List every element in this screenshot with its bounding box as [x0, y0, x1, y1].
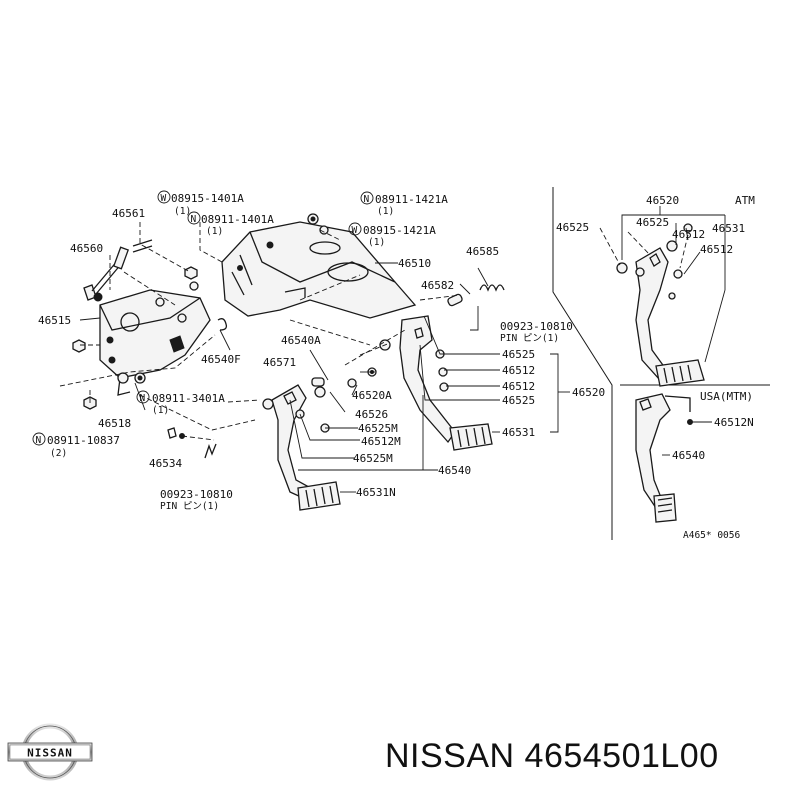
label-46540F: 46540F	[201, 353, 241, 366]
label-46520: 46520	[572, 386, 605, 399]
nut-symbol: N	[36, 435, 42, 446]
label-atm-46512: 46512	[700, 243, 733, 256]
label-08915-1401A: 08915-1401A	[171, 192, 244, 205]
label-46585: 46585	[466, 245, 499, 258]
label-46540: 46540	[438, 464, 471, 477]
label-atm-46512: 46512	[672, 228, 705, 241]
washer-symbol: W	[161, 193, 167, 204]
label-46510: 46510	[398, 257, 431, 270]
label-46512M: 46512M	[361, 435, 401, 448]
label-qty: (1)	[368, 237, 385, 248]
label-46571: 46571	[263, 356, 296, 369]
logo-wordmark: NISSAN	[27, 747, 73, 760]
label-08915-1421A: 08915-1421A	[363, 224, 436, 237]
callout-symbols: W N N W N N	[32, 190, 374, 446]
label-qty: (1)	[174, 206, 191, 217]
nut-symbol: N	[364, 194, 370, 205]
label-atm-46520: 46520	[646, 194, 679, 207]
label-atm-46525: 46525	[636, 216, 669, 229]
nut-symbol: N	[191, 214, 197, 225]
label-qty: (1)	[377, 206, 394, 217]
label-46534: 46534	[149, 457, 182, 470]
label-46582: 46582	[421, 279, 454, 292]
part-labels: 08915-1401A (1) 08911-1401A (1) 08911-14…	[38, 192, 755, 541]
hardware-left	[72, 213, 329, 439]
label-qty: (1)	[206, 226, 223, 237]
label-46518: 46518	[98, 417, 131, 430]
label-46525: 46525	[502, 394, 535, 407]
label-08911-1421A: 08911-1421A	[375, 193, 448, 206]
label-atm-46531: 46531	[712, 222, 745, 235]
label-46512: 46512	[502, 380, 535, 393]
atm-brake-pedal	[616, 223, 705, 387]
label-pin-desc: PIN ピン(1)	[500, 333, 559, 344]
label-pin: 00923-10810	[160, 488, 233, 501]
part-number-caption: NISSAN 4654501L00	[385, 737, 719, 775]
diagram-code: A465* 0056	[683, 530, 740, 541]
label-08911-3401A: 08911-3401A	[152, 392, 225, 405]
label-atm-46525-left: 46525	[556, 221, 589, 234]
label-46531: 46531	[502, 426, 535, 439]
variant-frame	[552, 187, 770, 540]
label-46525M: 46525M	[358, 422, 398, 435]
label-46540A: 46540A	[281, 334, 321, 347]
label-mtm-46540: 46540	[672, 449, 705, 462]
label-mtm-46512N: 46512N	[714, 416, 754, 429]
label-46525M: 46525M	[353, 452, 393, 465]
mount-bracket	[99, 289, 211, 396]
mtm-pedal	[635, 393, 693, 523]
pedal-bracket	[221, 221, 417, 319]
label-qty: (1)	[152, 405, 169, 416]
label-08911-1401A: 08911-1401A	[201, 213, 274, 226]
label-usa-mtm: USA(MTM)	[700, 390, 753, 403]
label-46512: 46512	[502, 364, 535, 377]
label-46531N: 46531N	[356, 486, 396, 499]
label-qty: (2)	[50, 448, 67, 459]
nut-symbol: N	[140, 393, 146, 404]
label-46520A: 46520A	[352, 389, 392, 402]
assembly-lines	[59, 222, 689, 441]
leader-lines	[79, 206, 726, 493]
label-46561: 46561	[112, 207, 145, 220]
label-46560: 46560	[70, 242, 103, 255]
label-pin: 00923-10810	[500, 320, 573, 333]
label-atm: ATM	[735, 194, 755, 207]
clutch-pedal	[204, 377, 357, 511]
label-pin-desc: PIN ピン(1)	[160, 501, 219, 512]
nissan-logo: NISSAN	[7, 723, 93, 781]
label-46526: 46526	[355, 408, 388, 421]
label-08911-10837: 08911-10837	[47, 434, 120, 447]
label-46525: 46525	[502, 348, 535, 361]
washer-symbol: W	[352, 225, 358, 236]
label-46515: 46515	[38, 314, 71, 327]
